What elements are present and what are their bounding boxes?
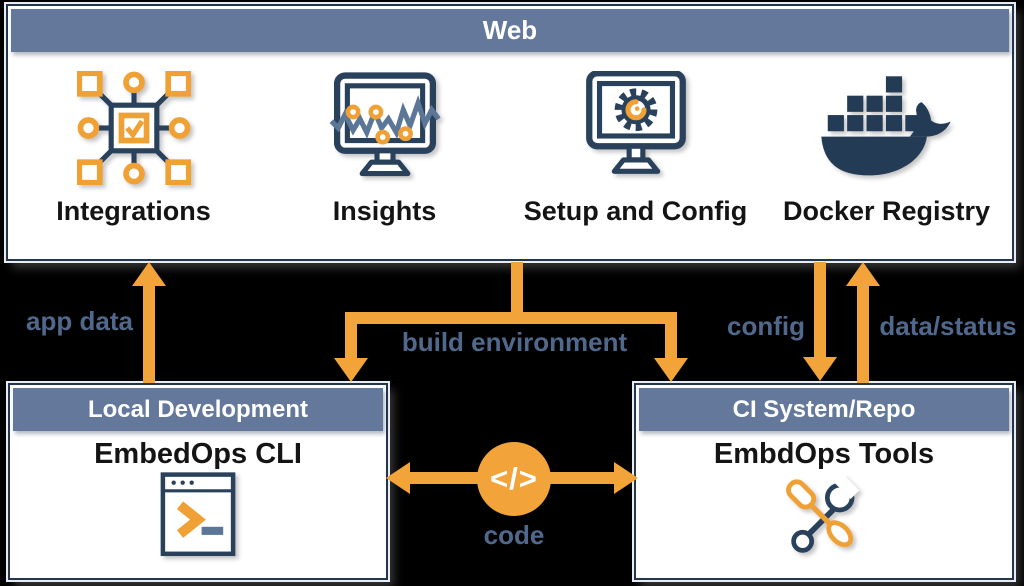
insights-icon [328,68,442,188]
config-arrow-shaft [814,262,826,359]
web-item-label: Integrations [56,196,211,226]
web-item-docker-registry: Docker Registry [761,55,1012,227]
code-badge-icon: </> [477,442,551,516]
docker-whale-icon [817,68,957,188]
local-development-panel: Local Development EmbedOps CLI [8,383,388,580]
web-panel-body: Integrations Ins [8,55,1012,227]
app-data-label: app data [26,306,133,336]
build-env-horizontal-shaft [345,312,677,324]
build-env-right-shaft [665,318,677,360]
web-item-label: Setup and Config [523,196,748,226]
build-env-left-shaft [345,318,357,360]
code-right-arrowhead-icon [614,462,638,494]
data-status-arrow-shaft [857,284,869,383]
integrations-icon [76,68,191,188]
web-item-label: Insights [332,196,437,226]
web-panel: Web [6,4,1014,261]
app-data-arrowhead-icon [132,262,166,286]
embedops-cli-label: EmbedOps CLI [94,438,302,470]
ci-system-body: EmbdOps Tools [636,434,1012,571]
web-item-insights: Insights [259,55,510,227]
tools-icon [777,471,872,571]
local-development-body: EmbedOps CLI [10,434,386,566]
code-glyph: </> [490,461,538,496]
setup-and-config-icon [579,68,693,188]
config-label: config [727,311,805,341]
build-env-center-shaft [511,262,523,318]
web-item-label: Docker Registry [782,196,991,226]
config-arrowhead-icon [803,357,837,381]
web-item-setup-config: Setup and Config [510,55,761,227]
build-environment-label: build environment [401,327,628,357]
web-panel-header: Web [11,9,1009,52]
app-data-arrow-shaft [143,284,155,383]
local-development-title: Local Development [87,395,309,423]
ci-system-panel: CI System/Repo EmbdOps Tools [634,383,1014,580]
build-env-left-arrowhead-icon [334,358,368,382]
ci-system-header: CI System/Repo [639,388,1009,431]
data-status-label: data/status [879,311,1017,341]
ci-system-title: CI System/Repo [732,395,916,423]
embdops-tools-label: EmbdOps Tools [713,438,935,470]
web-item-integrations: Integrations [8,55,259,227]
code-label: code [483,520,545,550]
build-env-right-arrowhead-icon [654,358,688,382]
web-panel-title: Web [482,15,538,45]
data-status-arrowhead-icon [846,262,880,286]
terminal-icon [153,471,243,566]
local-development-header: Local Development [13,388,383,431]
